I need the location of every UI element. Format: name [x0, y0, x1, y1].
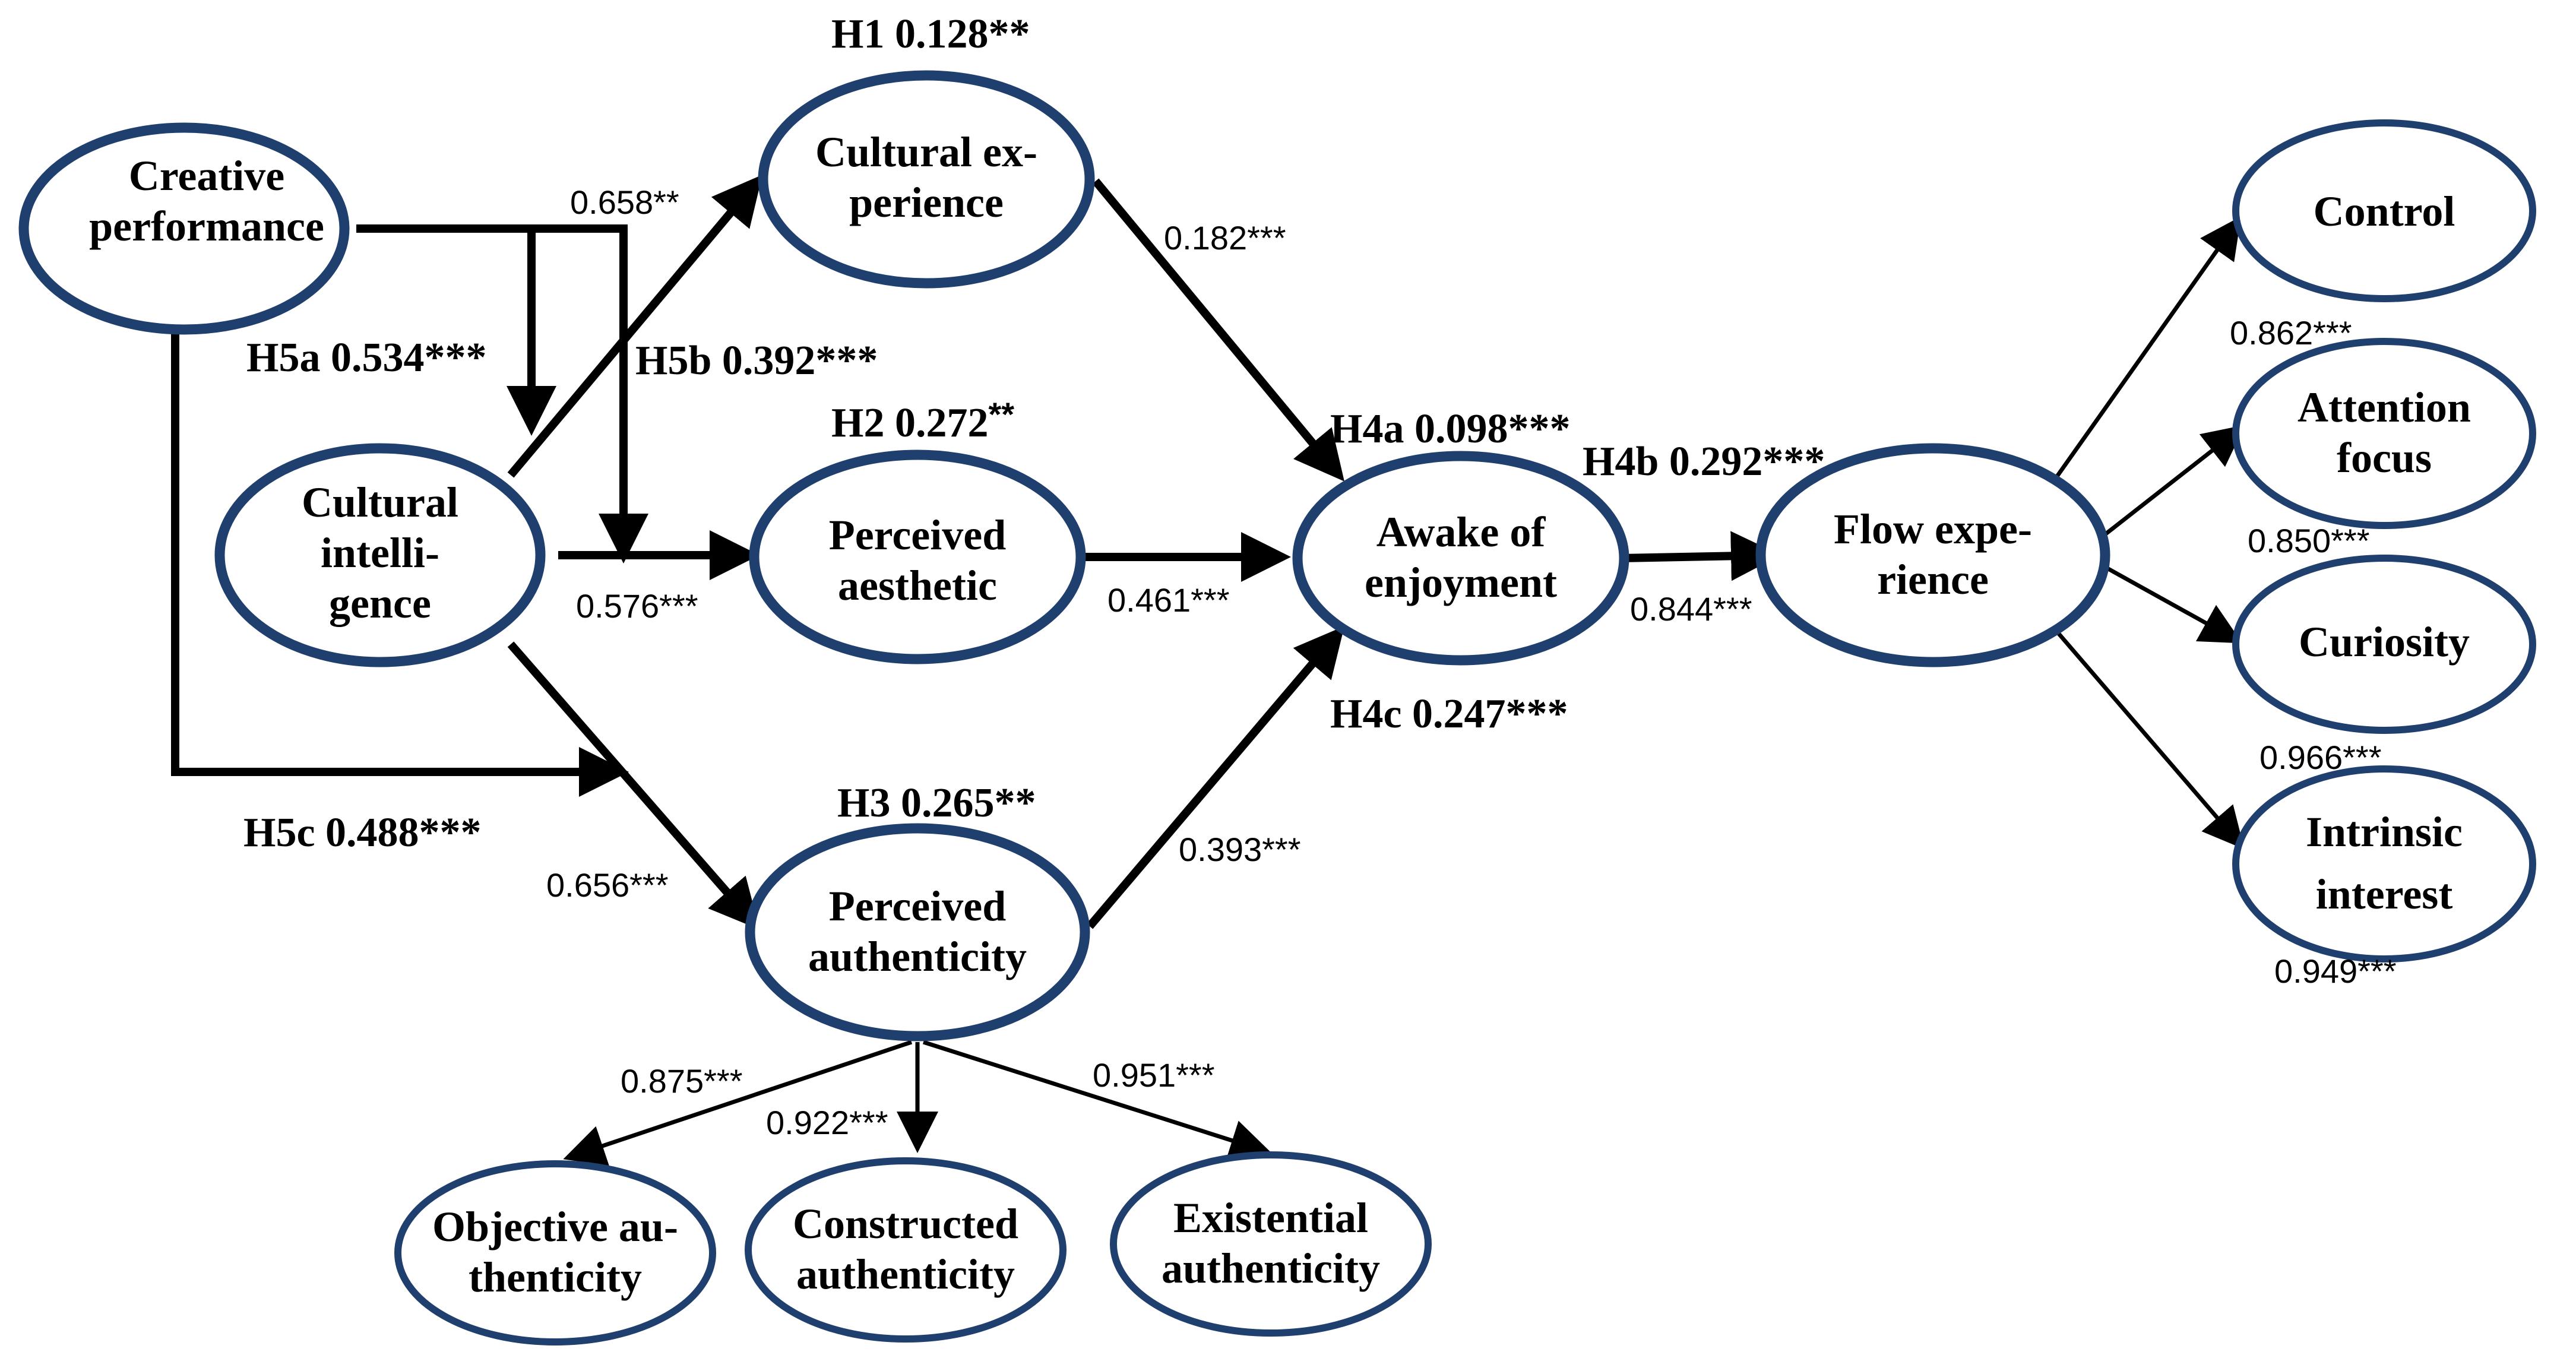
edge-ci-to-cultural-experience [507, 175, 762, 478]
coef-ci-to-ce: 0.658** [570, 183, 679, 221]
node-label-line: Creative [129, 152, 285, 200]
node-label-line: Curiosity [2299, 618, 2470, 666]
node-label-line: Intrinsic [2306, 808, 2463, 856]
coef-ci-to-pauth: 0.656*** [546, 866, 669, 904]
edge-ci-to-perceived-authenticity [507, 641, 760, 930]
node-flow-experience: Flow expe- rience [1755, 443, 2110, 667]
coef-flow-attention: 0.850*** [2248, 522, 2370, 559]
node-label-line: authenticity [1162, 1245, 1380, 1292]
node-control: Control [2232, 119, 2536, 302]
node-label-line: focus [2337, 434, 2432, 482]
coef-pa-to-ae: 0.461*** [1107, 581, 1230, 619]
coef-ci-to-pa: 0.576*** [576, 587, 698, 625]
node-label-line: Constructed [793, 1200, 1018, 1248]
coef-flow-control: 0.862*** [2230, 314, 2352, 352]
node-label-line: Cultural ex- [815, 128, 1037, 176]
hypothesis-h2-value: H2 0.272 [831, 400, 988, 446]
node-label-line: perience [849, 179, 1004, 226]
node-label-line: performance [89, 202, 324, 250]
coef-pauth-constructed: 0.922*** [766, 1104, 888, 1141]
node-cultural-intelligence: Cultural intelli- gence [214, 443, 546, 667]
node-label-line: Attention [2297, 384, 2471, 431]
node-label-line: gence [329, 580, 431, 627]
hypothesis-h3-label: H3 0.265** [837, 780, 1036, 826]
hypothesis-h4c-label: H4c 0.247*** [1330, 691, 1568, 737]
coef-ce-to-ae: 0.182*** [1164, 219, 1286, 257]
hypothesis-h2-label: H2 0.272** [831, 395, 1014, 446]
coef-flow-curiosity: 0.966*** [2259, 739, 2382, 776]
edge-flow-to-attention [2103, 425, 2245, 536]
edge-creative-to-h5a [356, 224, 556, 436]
node-label-line: Perceived [829, 882, 1007, 930]
node-cultural-experience: Cultural ex- perience [758, 70, 1095, 289]
node-label-line: enjoyment [1365, 559, 1557, 606]
hypothesis-h5b-label: H5b 0.392*** [635, 338, 878, 384]
node-label-line: Awake of [1376, 508, 1546, 556]
node-label-line: Control [2314, 188, 2455, 235]
edge-creative-to-h5b [531, 224, 648, 563]
edge-creative-to-h5c [171, 333, 629, 797]
edge-pauth-to-enjoyment [1086, 626, 1345, 929]
node-label-line: thenticity [469, 1253, 642, 1301]
node-attention-focus: Attention focus [2232, 338, 2536, 529]
node-creative-performance: Creative performance [18, 122, 350, 335]
coef-pauth-existential: 0.951*** [1093, 1056, 1215, 1094]
node-constructed-authenticity: Constructed authenticity [745, 1157, 1067, 1343]
node-label-line: rience [1877, 556, 1989, 603]
hypothesis-h4a-label: H4a 0.098*** [1330, 406, 1570, 452]
edge-flow-to-curiosity [2104, 565, 2243, 644]
coef-pauth-to-ae: 0.393*** [1179, 831, 1301, 868]
node-curiosity: Curiosity [2232, 555, 2536, 734]
node-label-line: interest [2316, 870, 2453, 918]
hypothesis-h5a-label: H5a 0.534*** [246, 335, 486, 381]
coef-pauth-objective: 0.875*** [621, 1062, 743, 1100]
node-label-line: authenticity [796, 1250, 1015, 1298]
node-label-line: Cultural [302, 479, 458, 526]
edge-flow-to-interest [2056, 631, 2245, 850]
node-label-line: authenticity [808, 933, 1027, 980]
coef-ae-to-flow: 0.844*** [1630, 590, 1752, 628]
hypothesis-h5c-label: H5c 0.488*** [243, 810, 482, 856]
edge-pauth-to-existential [922, 1040, 1272, 1161]
hypothesis-h2-stars: ** [988, 395, 1014, 433]
edge-enjoyment-to-flow [1621, 531, 1781, 581]
node-label-line: Perceived [829, 511, 1007, 559]
node-label-line: Flow expe- [1834, 505, 2032, 553]
edge-flow-to-control [2050, 216, 2242, 486]
node-label-line: Objective au- [432, 1203, 678, 1250]
hypothesis-h1-label: H1 0.128** [831, 11, 1030, 57]
node-objective-authenticity: Objective au- thenticity [394, 1160, 716, 1345]
node-existential-authenticity: Existential authenticity [1110, 1151, 1432, 1337]
node-label-line: intelli- [321, 529, 439, 577]
node-perceived-aesthetic: Perceived aesthetic [749, 449, 1086, 664]
node-label-line: Existential [1173, 1194, 1368, 1242]
node-intrinsic-interest: Intrinsic interest [2232, 765, 2536, 963]
node-perceived-authenticity: Perceived authenticity [745, 823, 1090, 1041]
coef-flow-interest: 0.949*** [2274, 952, 2397, 990]
node-awake-of-enjoyment: Awake of enjoyment [1292, 451, 1629, 666]
edge-ce-to-enjoyment [1092, 178, 1344, 482]
edge-pauth-to-objective [563, 1040, 913, 1166]
node-label-line: aesthetic [838, 562, 997, 609]
hypothesis-h4b-label: H4b 0.292*** [1583, 439, 1825, 485]
